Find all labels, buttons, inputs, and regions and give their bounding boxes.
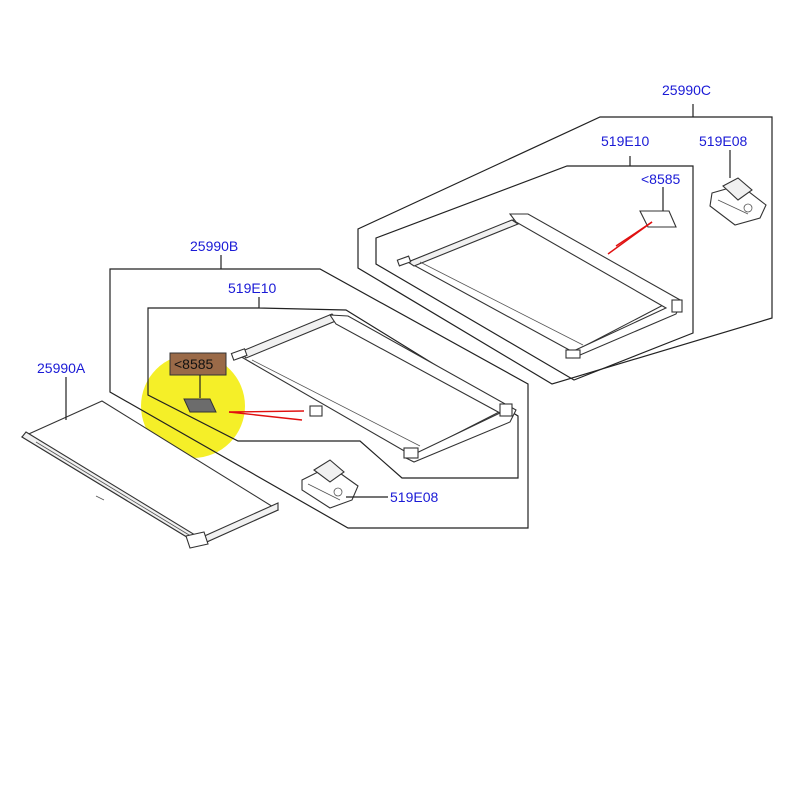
frame-25990b bbox=[109, 255, 529, 529]
roller-blind-c bbox=[396, 213, 683, 359]
bracket-519e08-c bbox=[709, 177, 767, 226]
pointer-line-c2 bbox=[615, 221, 653, 247]
load-cover-25990a bbox=[20, 400, 280, 549]
pointer-line-b1 bbox=[228, 410, 305, 413]
bracket-519e08-b bbox=[301, 459, 359, 509]
pointer-line-b2 bbox=[228, 411, 303, 421]
label-25990c: 25990C bbox=[662, 82, 711, 98]
label-25990b: 25990B bbox=[190, 238, 238, 254]
label-b-tag-box bbox=[169, 352, 227, 376]
warning-label-c bbox=[639, 210, 677, 228]
warning-label-b bbox=[183, 398, 217, 413]
label-519e10-c: 519E10 bbox=[601, 133, 649, 149]
frame-519e10-c bbox=[375, 156, 694, 381]
label-8585-b: <8585 bbox=[174, 356, 214, 372]
label-519e10-b: 519E10 bbox=[228, 280, 276, 296]
label-8585-c: <8585 bbox=[641, 171, 681, 187]
label-519e08-c: 519E08 bbox=[699, 133, 747, 149]
label-519e08-b: 519E08 bbox=[390, 489, 438, 505]
label-25990a: 25990A bbox=[37, 360, 86, 376]
frame-25990c bbox=[357, 104, 773, 385]
roller-blind-b bbox=[230, 313, 517, 463]
